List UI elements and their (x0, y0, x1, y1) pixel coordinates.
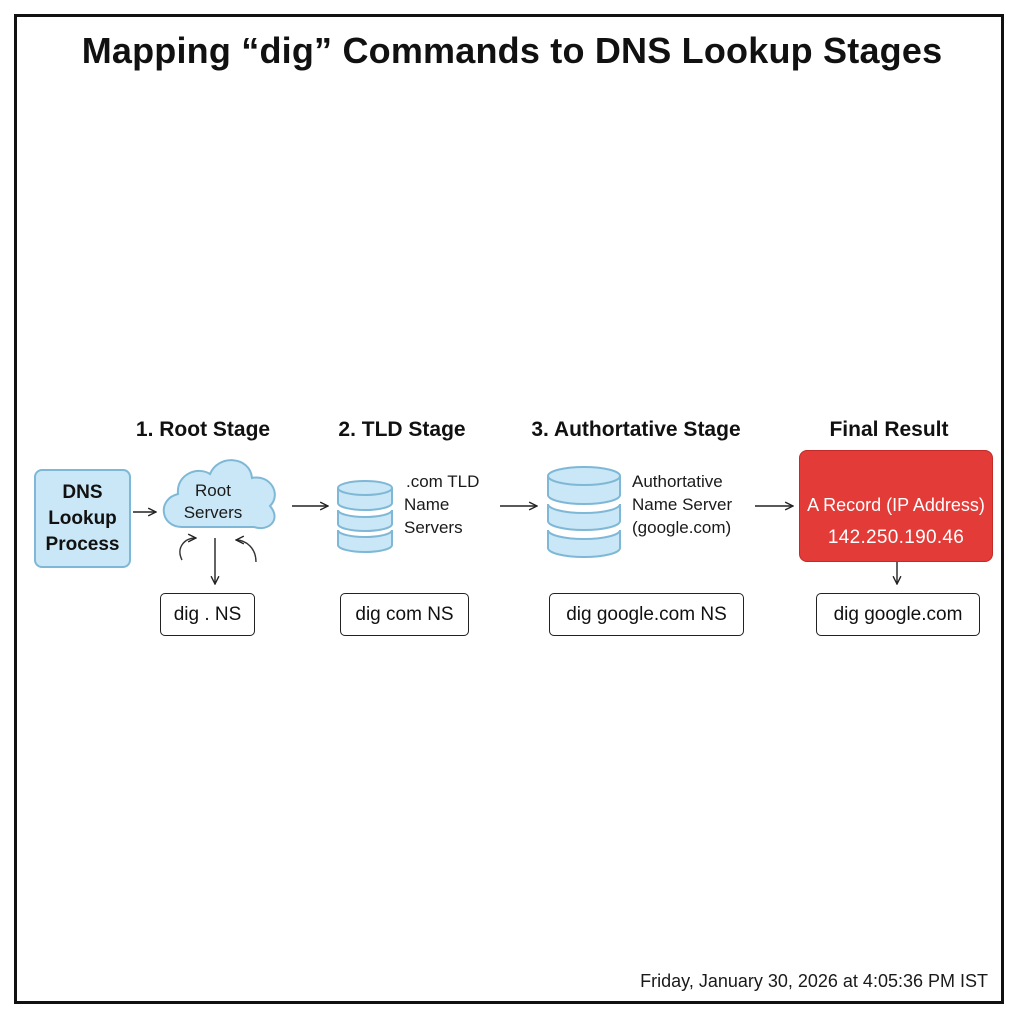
stage-label-authoritative: 3. Authortative Stage (531, 418, 741, 441)
root-servers-label: Root Servers (170, 480, 256, 524)
auth-node-line: Name Server (632, 495, 733, 514)
ip-address-value: 142.250.190.46 (827, 527, 965, 548)
timestamp: Friday, January 30, 2026 at 4:05:36 PM I… (640, 971, 988, 991)
diagram-title: Mapping “dig” Commands to DNS Lookup Sta… (81, 30, 943, 71)
tld-node-line: Servers (404, 518, 463, 537)
command-tld: dig com NS (340, 593, 469, 636)
command-authoritative: dig google.com NS (549, 593, 744, 636)
final-result-node: A Record (IP Address) 142.250.190.46 (799, 450, 993, 562)
tld-node-line: Name (404, 495, 450, 514)
auth-node-line: Authortative (632, 472, 723, 491)
authoritative-server-label: Authortative Name Server (google.com) (632, 470, 732, 539)
start-line: Process (45, 533, 120, 555)
start-line: Lookup (48, 507, 117, 529)
root-node-line: Servers (183, 503, 243, 522)
curved-arrow-icon (236, 540, 257, 563)
a-record-label: A Record (IP Address) (807, 495, 985, 515)
root-node-line: Root (195, 481, 231, 500)
database-icon-tld (337, 480, 393, 553)
start-line: DNS (62, 481, 103, 503)
command-root: dig . NS (160, 593, 255, 636)
diagram-frame (14, 14, 1004, 1004)
stage-label-root: 1. Root Stage (135, 418, 271, 441)
database-icon-authoritative (547, 466, 621, 558)
stage-label-tld: 2. TLD Stage (338, 418, 466, 441)
tld-node-line: .com TLD (406, 472, 480, 491)
curved-arrow-icon (179, 538, 196, 561)
command-final: dig google.com (816, 593, 980, 636)
tld-servers-label: .com TLD Name Servers (404, 470, 479, 539)
cloud-icon (162, 459, 276, 530)
stage-label-final: Final Result (829, 418, 949, 441)
auth-node-line: (google.com) (632, 518, 732, 537)
dns-lookup-process-node: DNS Lookup Process (34, 469, 131, 568)
